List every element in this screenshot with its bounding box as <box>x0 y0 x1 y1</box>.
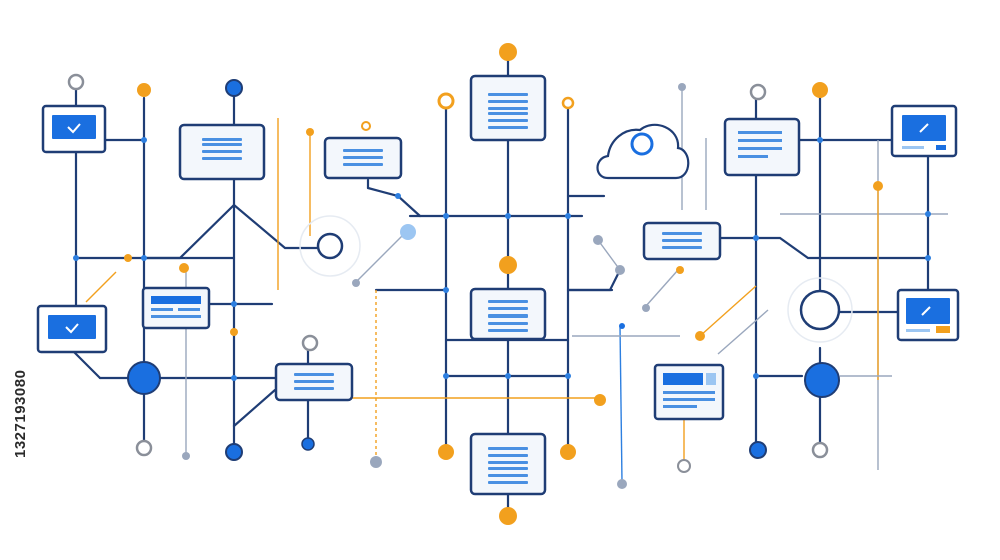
small-nodes <box>67 43 931 525</box>
browser-window-icon <box>653 363 725 421</box>
document-card-left-bottom <box>274 362 354 402</box>
monitor-icon-left <box>36 304 108 354</box>
document-card-top-left <box>178 123 266 181</box>
document-card-small-top <box>323 136 403 180</box>
document-card-top-center <box>469 74 547 142</box>
cloud-icon <box>596 123 690 180</box>
monitor-icon-top-right <box>890 104 958 158</box>
document-card-left-middle <box>141 286 211 330</box>
document-card-top-right <box>723 117 801 177</box>
monitor-icon-right <box>896 288 960 342</box>
accent-lines <box>85 88 948 483</box>
monitor-icon-top-left <box>41 104 107 154</box>
document-card-center <box>469 287 547 341</box>
stock-image-id: 1327193080 <box>12 369 29 458</box>
document-card-bottom-center <box>469 432 547 496</box>
document-card-right-middle <box>642 221 722 261</box>
hub-nodes <box>127 215 853 398</box>
